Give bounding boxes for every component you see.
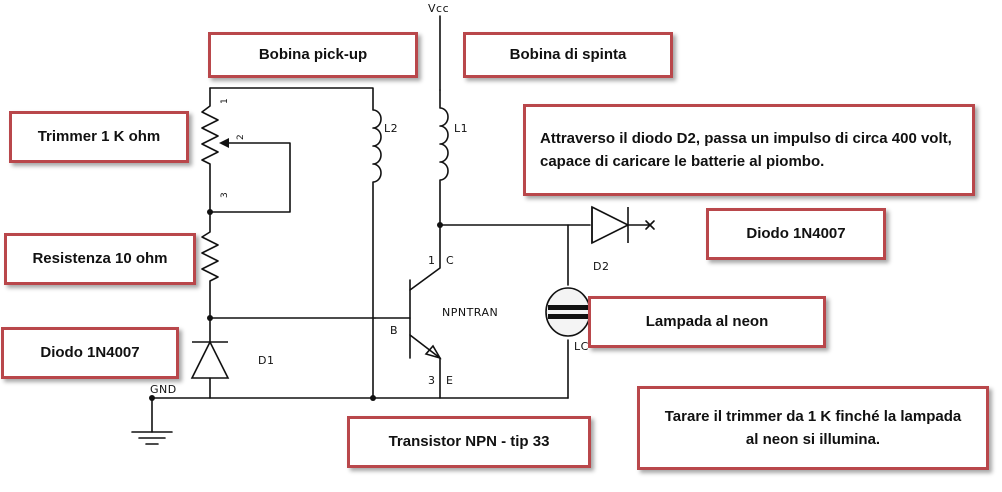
annotation-trimmer: Trimmer 1 K ohm — [9, 111, 189, 163]
annotation-bobina-spinta: Bobina di spinta — [463, 32, 673, 78]
trimmer-resistor — [201, 87, 219, 213]
pin-e-label: E — [446, 374, 453, 387]
node-trimmer-resistor — [207, 209, 213, 215]
annotation-lampada: Lampada al neon — [588, 296, 826, 348]
trimmer-pin2: 2 — [236, 134, 246, 140]
trimmer-pin3: 3 — [220, 192, 230, 198]
node-collector — [437, 222, 443, 228]
l1-label: L1 — [454, 122, 468, 135]
lamp-ref-label: LC — [574, 340, 589, 353]
neon-lamp-icon — [545, 287, 591, 337]
annotation-diodo-d2: Diodo 1N4007 — [706, 208, 886, 260]
gnd-label: GND — [150, 383, 177, 396]
node-base — [207, 315, 213, 321]
l2-coil — [209, 87, 382, 399]
l1-coil — [439, 89, 449, 226]
d2-label: D2 — [593, 260, 609, 273]
transistor-emitter-arrow — [424, 344, 442, 360]
pin-c-label: C — [446, 254, 454, 267]
d1-label: D1 — [258, 354, 274, 367]
l2-label: L2 — [384, 122, 398, 135]
annotation-diodo-d1: Diodo 1N4007 — [1, 327, 179, 379]
annotation-d2-note: Attraverso il diodo D2, passa un impulso… — [523, 104, 975, 196]
d2-diode — [591, 205, 630, 245]
annotation-resistenza: Resistenza 10 ohm — [4, 233, 196, 285]
node-ground-left — [149, 395, 155, 401]
d1-diode — [190, 340, 230, 379]
trimmer-wiper-arrow — [219, 138, 229, 148]
trimmer-pin1: 1 — [220, 98, 230, 104]
annotation-transistor: Transistor NPN - tip 33 — [347, 416, 591, 468]
npn-label: NPNTRAN — [442, 306, 498, 319]
annotation-tarare: Tarare il trimmer da 1 K finché la lampa… — [637, 386, 989, 470]
node-ground-l2 — [370, 395, 376, 401]
d2-x-mark — [645, 220, 655, 230]
pin-b-label: B — [390, 324, 398, 337]
trimmer-wiper-loop — [209, 142, 291, 213]
collector-lead — [409, 224, 441, 291]
resistor-10ohm — [201, 211, 219, 319]
vcc-label: Vcc — [428, 2, 449, 15]
ground-symbol — [131, 431, 173, 445]
pin-c-number: 1 — [428, 254, 436, 267]
pin-e-number: 3 — [428, 374, 436, 387]
annotation-bobina-pickup: Bobina pick-up — [208, 32, 418, 78]
transistor-emitter-lead — [409, 334, 441, 399]
